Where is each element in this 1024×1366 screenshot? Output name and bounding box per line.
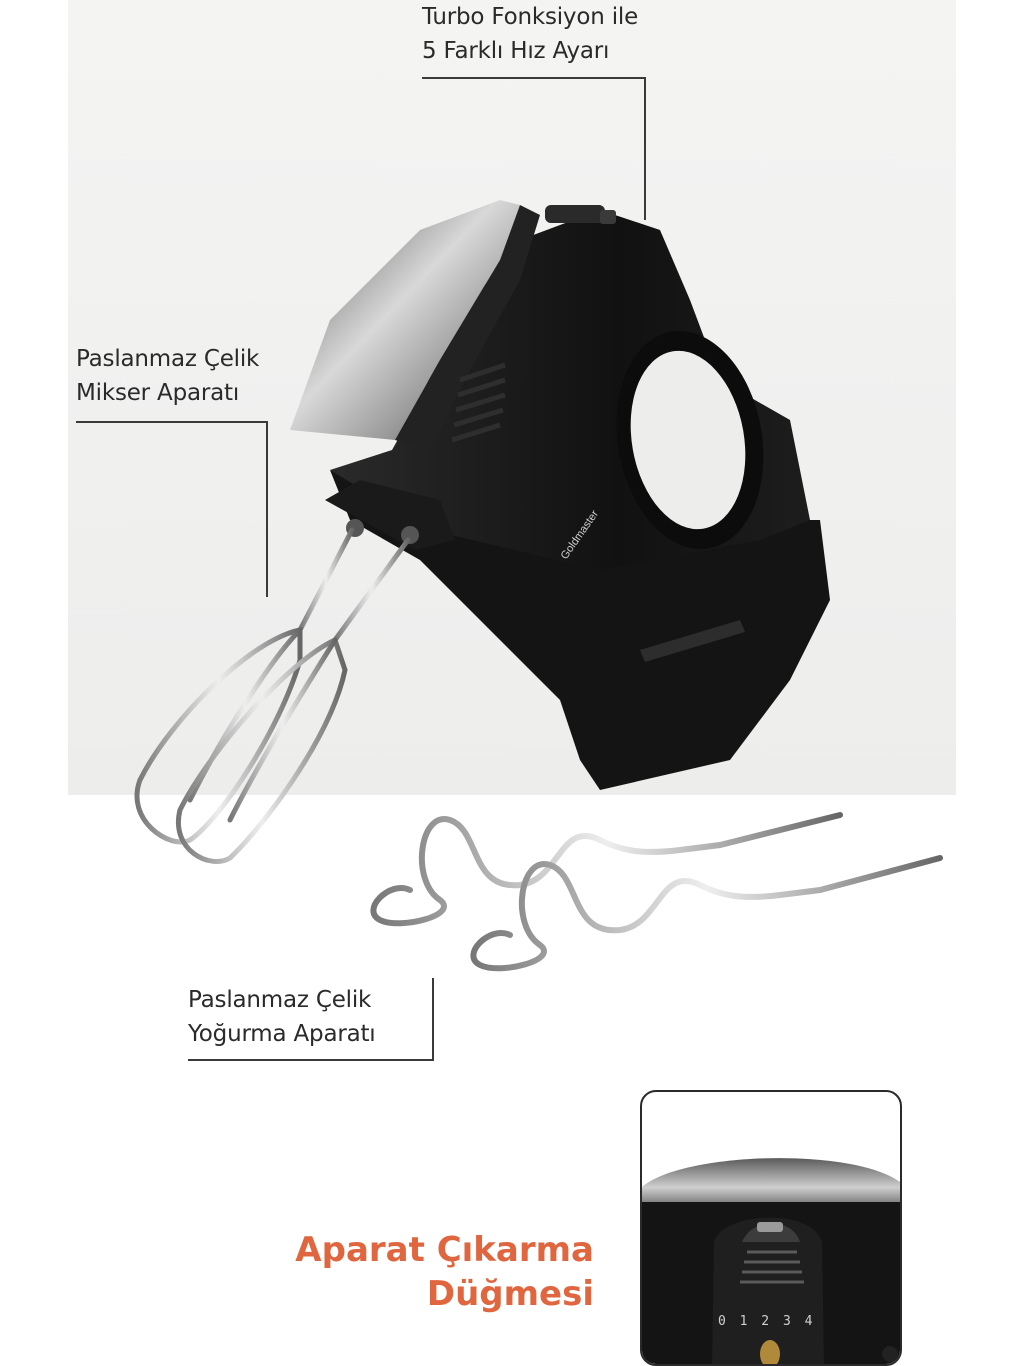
callout-turbo-leader [644, 77, 646, 220]
callout-beater-leader [266, 421, 268, 597]
callout-beater-line2: Mikser Aparatı [76, 380, 240, 406]
eject-button-heading-line1: Aparat Çıkarma [295, 1230, 594, 1270]
callout-dough-hook: Paslanmaz Çelik Yoğurma Aparatı [188, 983, 376, 1051]
vent-grille [451, 362, 506, 443]
eject-button-heading-line2: Düğmesi [426, 1274, 594, 1314]
callout-turbo-line1: Turbo Fonksiyon ile [422, 4, 639, 30]
callout-turbo-line2: 5 Farklı Hız Ayarı [422, 38, 610, 64]
callout-turbo-line [422, 77, 646, 79]
beater-attachments [134, 527, 411, 864]
mixer-body [290, 200, 830, 790]
callout-beater: Paslanmaz Çelik Mikser Aparatı [76, 342, 259, 410]
callout-dough-hook-line [188, 1059, 434, 1061]
dough-hook-attachments [370, 812, 943, 972]
callout-dough-hook-line1: Paslanmaz Çelik [188, 987, 372, 1013]
callout-dough-hook-line2: Yoğurma Aparatı [188, 1021, 376, 1047]
callout-beater-line1: Paslanmaz Çelik [76, 346, 260, 372]
callout-turbo: Turbo Fonksiyon ile 5 Farklı Hız Ayarı [422, 0, 638, 68]
callout-dough-hook-leader [432, 978, 434, 1061]
eject-button-heading: Aparat Çıkarma Düğmesi [295, 1228, 594, 1316]
speed-dial-marks: 0 1 2 3 4 [718, 1314, 816, 1329]
callout-beater-line [76, 421, 268, 423]
eject-button-closeup: 0 1 2 3 4 [640, 1090, 902, 1366]
closeup-illustration [642, 1158, 900, 1364]
